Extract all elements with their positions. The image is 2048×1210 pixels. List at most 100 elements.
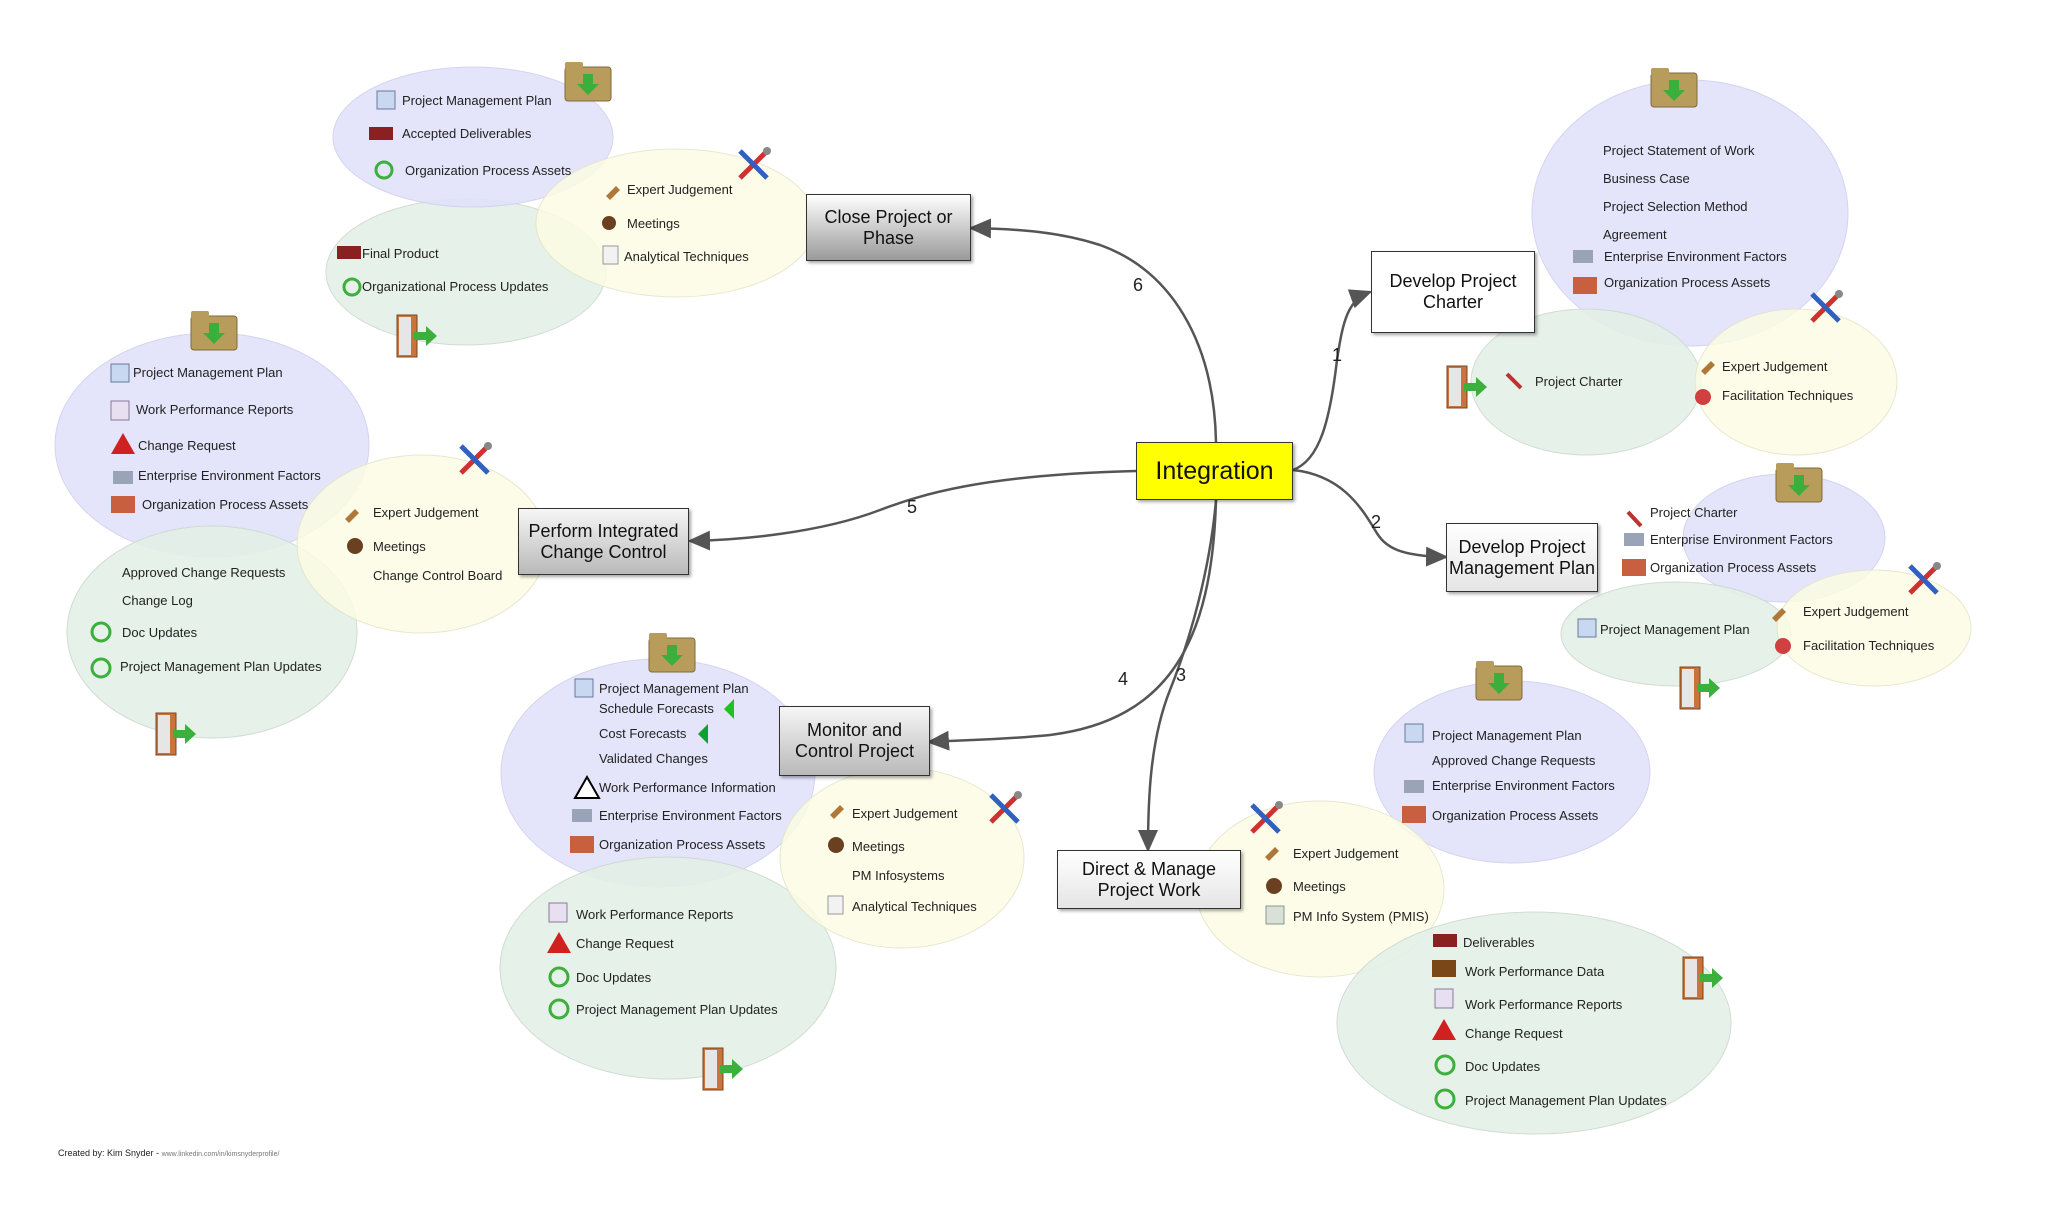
charter-input-item: Project Selection Method bbox=[1603, 199, 1748, 214]
exit-door-icon bbox=[702, 1047, 743, 1091]
close-tool-item: Analytical Techniques bbox=[624, 249, 749, 264]
org-assets-icon bbox=[1402, 806, 1426, 823]
building-icon bbox=[1573, 250, 1593, 263]
charter-output-item: Project Charter bbox=[1535, 374, 1623, 389]
direct-input-item: Project Management Plan bbox=[1432, 728, 1582, 743]
folder-icon bbox=[1475, 661, 1523, 701]
plan-icon bbox=[376, 90, 396, 110]
charter-tool-item: Facilitation Techniques bbox=[1722, 388, 1854, 403]
tools-icon bbox=[1908, 562, 1941, 595]
forecast-arrow-icon bbox=[698, 724, 708, 744]
close-input-item: Accepted Deliverables bbox=[402, 126, 532, 141]
monitor-input-item: Project Management Plan bbox=[599, 681, 749, 696]
change-tool-item: Change Control Board bbox=[373, 568, 503, 583]
node-direct-and-manage-project-work[interactable]: Direct & Manage Project Work bbox=[1057, 850, 1241, 909]
connector-label-5: 5 bbox=[907, 497, 918, 517]
meetings-icon bbox=[602, 216, 616, 230]
update-cycle-icon bbox=[1434, 1088, 1456, 1110]
folder-icon bbox=[190, 311, 238, 351]
update-cycle-icon bbox=[1434, 1054, 1456, 1076]
monitor-input-item: Enterprise Environment Factors bbox=[599, 808, 782, 823]
connector-label-3: 3 bbox=[1176, 665, 1187, 685]
bubble-change-outputs bbox=[66, 525, 358, 739]
building-icon bbox=[113, 471, 133, 484]
monitor-output-item: Project Management Plan Updates bbox=[576, 1002, 778, 1017]
connector-2 bbox=[1292, 468, 1449, 567]
node-develop-project-management-plan[interactable]: Develop Project Management Plan bbox=[1446, 523, 1598, 592]
tools-icon bbox=[459, 442, 492, 475]
plan-icon bbox=[110, 363, 130, 383]
bubble-close-inputs bbox=[332, 66, 614, 208]
change-output-item: Change Log bbox=[122, 593, 193, 608]
change-input-item: Work Performance Reports bbox=[136, 402, 294, 417]
hammer-icon bbox=[1772, 608, 1786, 622]
pmp-tool-item: Facilitation Techniques bbox=[1803, 638, 1935, 653]
connector-label-1: 1 bbox=[1332, 345, 1343, 365]
monitor-input-item: Organization Process Assets bbox=[599, 837, 766, 852]
direct-input-item: Approved Change Requests bbox=[1432, 753, 1596, 768]
direct-tool-item: Meetings bbox=[1293, 879, 1346, 894]
monitor-input-item: Work Performance Information bbox=[599, 780, 776, 795]
direct-output-item: Doc Updates bbox=[1465, 1059, 1541, 1074]
exit-door-icon bbox=[396, 314, 437, 358]
report-icon bbox=[110, 400, 130, 421]
facilitation-icon bbox=[1775, 638, 1791, 654]
meetings-icon bbox=[347, 538, 363, 554]
credit-line: Created by: Kim Snyder - www.linkedin.co… bbox=[58, 1148, 279, 1158]
change-input-item: Organization Process Assets bbox=[142, 497, 309, 512]
pmp-input-item: Enterprise Environment Factors bbox=[1650, 532, 1833, 547]
org-assets-icon bbox=[1573, 277, 1597, 294]
delivery-truck-icon bbox=[337, 246, 361, 259]
folder-icon bbox=[648, 633, 696, 673]
direct-input-item: Enterprise Environment Factors bbox=[1432, 778, 1615, 793]
connector-label-6: 6 bbox=[1133, 275, 1144, 295]
monitor-output-item: Doc Updates bbox=[576, 970, 652, 985]
tools-icon bbox=[738, 147, 771, 180]
direct-output-item: Work Performance Reports bbox=[1465, 997, 1623, 1012]
charter-input-item: Organization Process Assets bbox=[1604, 275, 1771, 290]
bubble-monitor-outputs bbox=[499, 856, 837, 1080]
direct-output-item: Change Request bbox=[1465, 1026, 1563, 1041]
update-cycle-icon bbox=[548, 966, 570, 988]
node-perform-integrated-change-control[interactable]: Perform Integrated Change Control bbox=[518, 508, 689, 575]
plan-icon bbox=[1577, 618, 1597, 638]
meetings-icon bbox=[828, 837, 844, 853]
monitor-output-item: Work Performance Reports bbox=[576, 907, 734, 922]
direct-tool-item: Expert Judgement bbox=[1293, 846, 1399, 861]
analysis-icon bbox=[602, 245, 619, 265]
folder-icon bbox=[1650, 68, 1698, 108]
direct-output-item: Deliverables bbox=[1463, 935, 1535, 950]
charter-pen-icon bbox=[1505, 372, 1523, 390]
facilitation-icon bbox=[1695, 389, 1711, 405]
direct-input-item: Organization Process Assets bbox=[1432, 808, 1599, 823]
connector-4 bbox=[926, 499, 1218, 751]
node-develop-project-charter[interactable]: Develop Project Charter bbox=[1371, 251, 1535, 333]
connector-5 bbox=[687, 469, 1137, 551]
node-close-project-or-phase[interactable]: Close Project or Phase bbox=[806, 194, 971, 261]
charter-pen-icon bbox=[1626, 510, 1643, 528]
close-output-item: Organizational Process Updates bbox=[362, 279, 549, 294]
exit-door-icon bbox=[1446, 365, 1487, 409]
monitor-tool-item: PM Infosystems bbox=[852, 868, 945, 883]
node-monitor-and-control-project[interactable]: Monitor and Control Project bbox=[779, 706, 930, 776]
connector-6 bbox=[968, 218, 1218, 443]
central-topic-integration[interactable]: Integration bbox=[1136, 442, 1293, 500]
pmp-tool-item: Expert Judgement bbox=[1803, 604, 1909, 619]
hammer-icon bbox=[606, 186, 620, 200]
hammer-icon bbox=[1701, 361, 1715, 375]
direct-output-item: Work Performance Data bbox=[1465, 964, 1605, 979]
change-output-item: Doc Updates bbox=[122, 625, 198, 640]
delivery-truck-icon bbox=[1433, 934, 1457, 947]
pmp-input-item: Project Charter bbox=[1650, 505, 1738, 520]
org-assets-icon bbox=[1622, 559, 1646, 576]
update-cycle-icon bbox=[90, 621, 112, 643]
building-icon bbox=[1624, 533, 1644, 546]
charter-input-item: Business Case bbox=[1603, 171, 1690, 186]
connector-label-2: 2 bbox=[1371, 512, 1382, 532]
change-input-item: Project Management Plan bbox=[133, 365, 283, 380]
org-assets-icon bbox=[111, 496, 135, 513]
close-tool-item: Expert Judgement bbox=[627, 182, 733, 197]
exit-door-icon bbox=[1682, 956, 1723, 1000]
report-icon bbox=[548, 902, 568, 923]
credit-link[interactable]: www.linkedin.com/in/kimsnyderprofile/ bbox=[161, 1151, 280, 1158]
